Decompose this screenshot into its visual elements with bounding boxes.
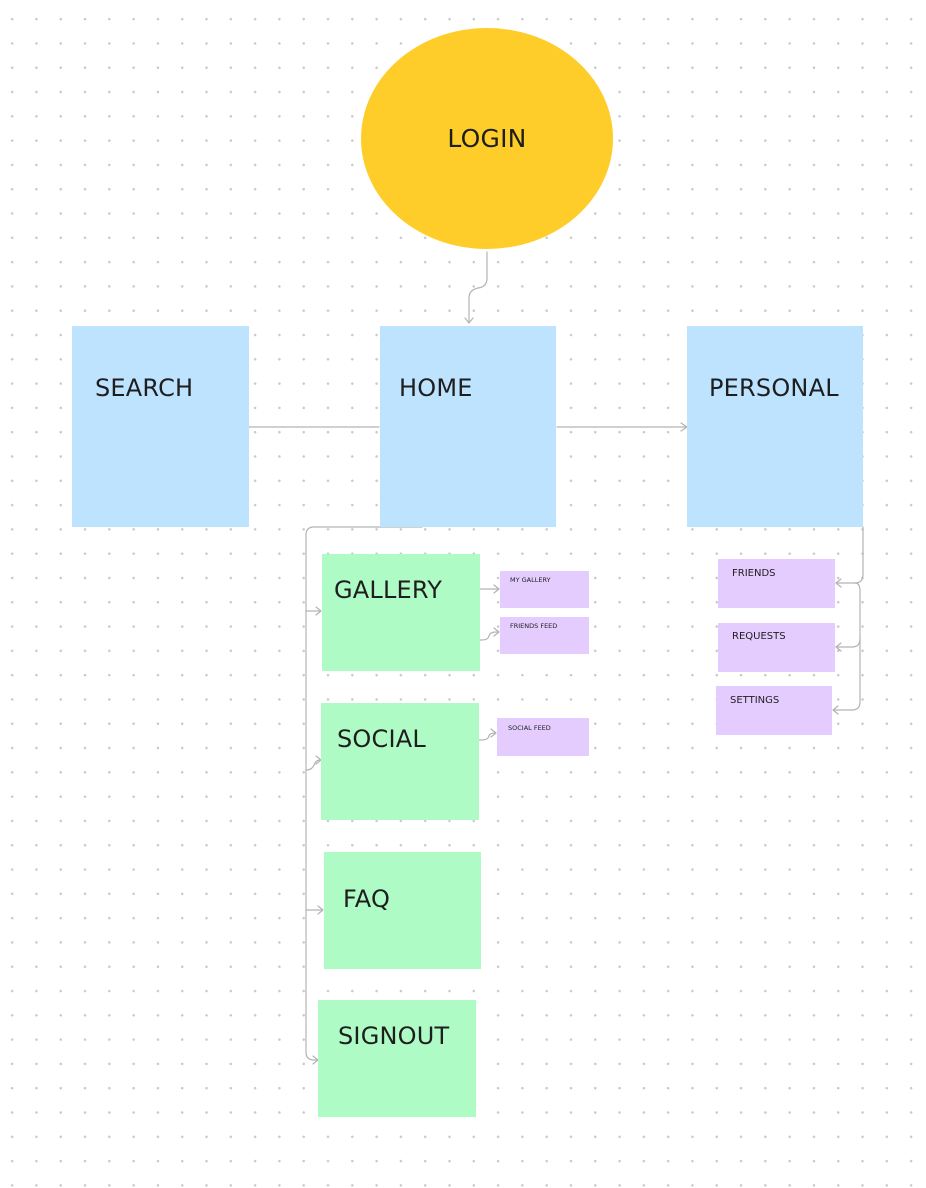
arrowhead-trunk-gallery <box>315 606 322 616</box>
settings-node[interactable]: SETTINGS <box>716 686 832 735</box>
my-gallery-node[interactable]: MY GALLERY <box>500 571 589 608</box>
social-node[interactable]: SOCIAL <box>321 703 479 820</box>
requests-label: REQUESTS <box>732 631 786 642</box>
personal-label: PERSONAL <box>709 374 839 402</box>
signout-node[interactable]: SIGNOUT <box>318 1000 476 1117</box>
faq-label: FAQ <box>343 885 391 913</box>
connector-trunk-social <box>305 759 321 771</box>
settings-label: SETTINGS <box>730 695 780 706</box>
search-node[interactable]: SEARCH <box>72 326 249 527</box>
arrowhead-login-home <box>464 317 474 324</box>
connector-personal-settings <box>833 638 861 711</box>
faq-node[interactable]: FAQ <box>324 852 481 969</box>
social-label: SOCIAL <box>337 725 426 753</box>
connector-personal-requests <box>836 582 861 648</box>
friends-label: FRIENDS <box>732 568 776 579</box>
friends-node[interactable]: FRIENDS <box>718 559 835 608</box>
friends-feed-node[interactable]: FRIENDS FEED <box>500 617 589 654</box>
arrowhead-personal-friends <box>835 578 842 588</box>
arrowhead-gallery-mygallery <box>493 584 500 594</box>
signout-label: SIGNOUT <box>338 1022 450 1050</box>
friends-feed-label: FRIENDS FEED <box>510 622 558 630</box>
gallery-node[interactable]: GALLERY <box>322 554 480 671</box>
social-feed-label: SOCIAL FEED <box>508 724 551 732</box>
connector-personal-trunk <box>836 526 864 584</box>
arrowhead-gallery-friendsfeed <box>493 627 500 637</box>
personal-node[interactable]: PERSONAL <box>687 326 863 527</box>
home-node[interactable]: HOME <box>380 326 556 527</box>
arrowhead-social-socialfeed <box>490 728 497 738</box>
login-label: LOGIN <box>447 124 527 153</box>
arrowhead-trunk-faq <box>317 905 324 915</box>
requests-node[interactable]: REQUESTS <box>718 623 835 672</box>
connector-login-home <box>468 251 488 323</box>
my-gallery-label: MY GALLERY <box>510 576 551 584</box>
gallery-label: GALLERY <box>334 576 443 604</box>
search-label: SEARCH <box>95 374 194 402</box>
arrowhead-personal-requests <box>835 642 842 652</box>
arrowhead-personal-settings <box>832 705 839 715</box>
home-label: HOME <box>399 374 473 402</box>
social-feed-node[interactable]: SOCIAL FEED <box>497 718 589 756</box>
login-node[interactable]: LOGIN <box>361 28 613 249</box>
